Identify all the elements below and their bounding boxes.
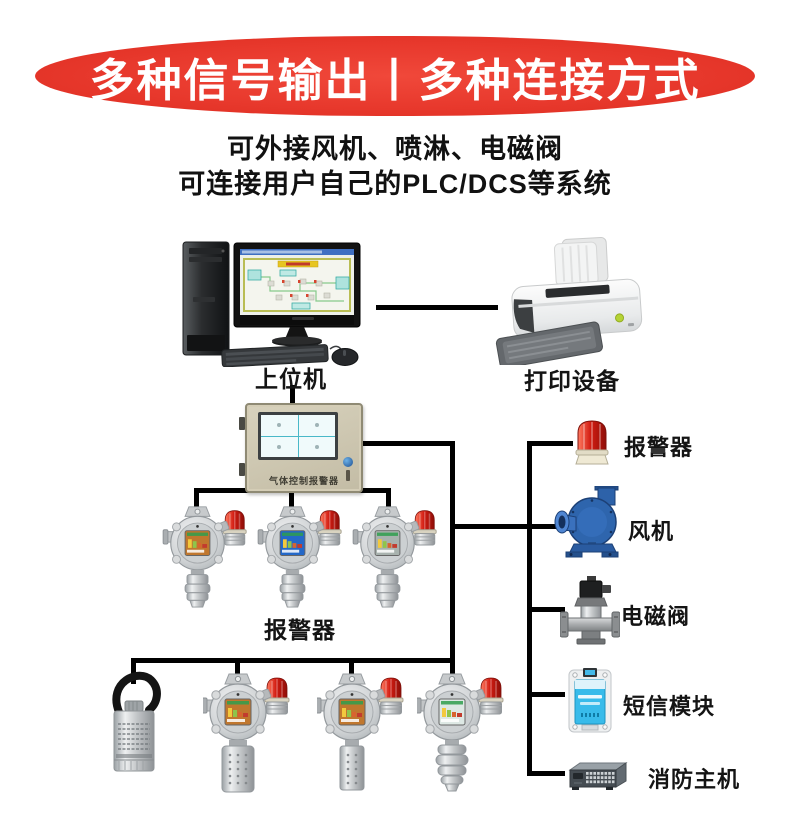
intro-line-2: 可连接用户自己的PLC/DCS等系统 — [178, 169, 612, 199]
alarm-beacon-icon — [575, 420, 609, 465]
fan-icon — [554, 486, 619, 558]
banner: 多种信号输出丨多种连接方式 — [35, 36, 755, 116]
wire-drop-bottom4 — [450, 658, 455, 676]
printer-image — [495, 237, 643, 365]
wire-drop-bottom3 — [349, 658, 354, 676]
controller-knob — [343, 457, 353, 467]
wire-controller-right — [359, 441, 453, 446]
wire-junction-fan — [450, 524, 560, 529]
gas-detector-gray — [352, 506, 437, 608]
printer-label: 打印设备 — [524, 368, 620, 394]
printer-output-tray — [495, 321, 603, 365]
intro-line-1: 可外接风机、喷淋、电磁阀 — [227, 134, 563, 164]
wire-drop-bottom2 — [235, 658, 240, 676]
wire-drop-detector1 — [194, 488, 199, 507]
right-item-firehost-label: 消防主机 — [648, 767, 741, 792]
solenoid-valve-icon — [560, 576, 620, 645]
pc-mouse — [329, 345, 359, 366]
printer-body — [511, 278, 643, 339]
right-item-alarm-label: 报警器 — [624, 435, 694, 460]
right-item-valve-label: 电磁阀 — [621, 604, 691, 629]
host-computer-image — [182, 241, 361, 367]
banner-title: 多种信号输出丨多种连接方式 — [89, 54, 701, 106]
right-item-sms-label: 短信模块 — [623, 694, 716, 719]
sms-module-icon — [568, 668, 612, 733]
wire-bottom-horizontal — [131, 658, 455, 663]
controller-screen — [258, 412, 338, 460]
wire-drop-bottom1 — [131, 658, 136, 684]
pc-keyboard — [221, 344, 329, 367]
computer-label: 上位机 — [255, 366, 327, 392]
wire-stub-sms — [527, 692, 565, 697]
wire-stub-alarm — [527, 441, 573, 446]
gas-detector-perforated-wide — [203, 673, 290, 793]
gas-detector-perforated-slim — [317, 673, 404, 791]
gas-detector-orange — [162, 506, 247, 608]
controller-hinge-bottom — [239, 463, 245, 476]
sensor-transmitter-image — [112, 671, 161, 772]
pc-tower — [182, 241, 230, 356]
gas-detector-ribbed — [417, 673, 504, 792]
wire-vertical-mid — [450, 441, 455, 663]
right-item-fan-label: 风机 — [628, 519, 675, 544]
wire-computer-printer — [376, 305, 498, 310]
wire-drop-detector3 — [386, 488, 391, 507]
gas-controller-box: 气体控制报警器 — [239, 403, 363, 493]
controller-slider — [346, 470, 350, 481]
fire-host-icon — [568, 762, 628, 790]
controller-hinge-top — [239, 417, 245, 430]
wire-stub-firehost — [527, 771, 565, 776]
wire-computer-controller — [290, 385, 295, 405]
gas-detector-blue — [257, 506, 342, 608]
printer-paper-tray — [553, 237, 609, 287]
wire-stub-valve — [527, 607, 565, 612]
pc-monitor — [233, 242, 361, 347]
controller-nameplate: 气体控制报警器 — [268, 476, 339, 486]
detector-group-label: 报警器 — [264, 617, 336, 643]
wire-drop-detector2 — [289, 488, 294, 507]
